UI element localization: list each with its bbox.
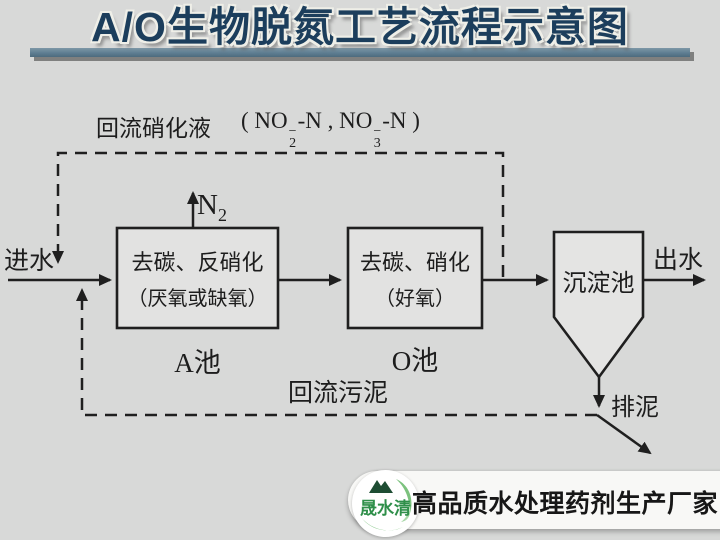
leaf-accent-icon bbox=[401, 508, 411, 522]
settling-tank-shape bbox=[552, 230, 645, 380]
settling-tank-label: 沉淀池 bbox=[562, 271, 635, 297]
recycle-nitrified-label: 回流硝化液 bbox=[96, 116, 211, 141]
return-sludge-line bbox=[76, 288, 597, 417]
logo-text: 晟水清 bbox=[360, 499, 411, 518]
nitrate-formula-label: ( NO−2-N , NO−3-N ) bbox=[241, 108, 420, 151]
logo-graphic bbox=[361, 479, 412, 531]
sludge-discharge-label: 排泥 bbox=[611, 395, 659, 421]
return-sludge-label: 回流污泥 bbox=[288, 380, 389, 407]
title-underline bbox=[30, 48, 690, 57]
anoxic-tank-text: 去碳、反硝化 （厌氧或缺氧） bbox=[127, 250, 268, 310]
company-logo: 晟水清 bbox=[352, 470, 419, 537]
no2-ion: −2 bbox=[288, 124, 297, 151]
aerobic-tank-box bbox=[346, 226, 484, 330]
a-pool-label: A池 bbox=[174, 348, 221, 378]
page-title: A/O生物脱氮工艺流程示意图 bbox=[91, 4, 629, 50]
sludge-discharge-line bbox=[596, 413, 652, 455]
no3-ion: −3 bbox=[373, 124, 382, 151]
company-tagline: 高品质水处理药剂生产厂家 bbox=[412, 490, 719, 518]
influent-label: 进水 bbox=[4, 248, 55, 275]
aerobic-tank-text: 去碳、硝化 （好氧） bbox=[359, 250, 470, 310]
leaf-swoosh-left-icon bbox=[361, 517, 403, 531]
mountain-icon bbox=[369, 480, 393, 493]
effluent-label: 出水 bbox=[653, 247, 704, 274]
n2-label: N2 bbox=[197, 189, 227, 225]
recycle-nitrified-line bbox=[52, 151, 505, 277]
o-pool-label: O池 bbox=[391, 346, 439, 376]
anoxic-tank-box bbox=[115, 226, 280, 330]
